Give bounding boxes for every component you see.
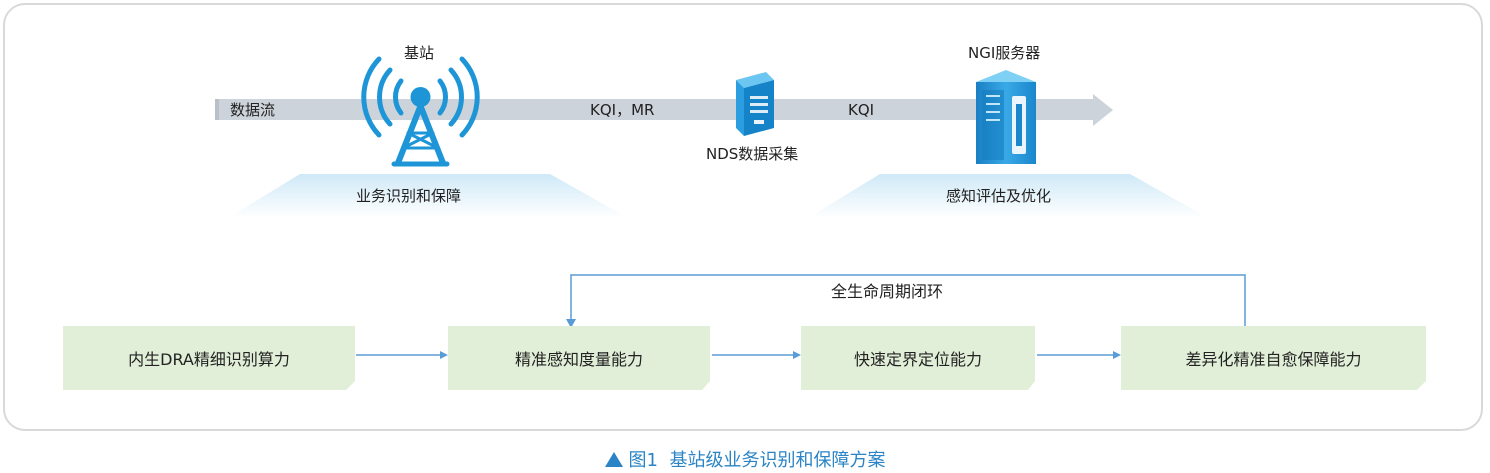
ngi-server-label: NGI服务器 xyxy=(968,44,1041,62)
data-flow-arrow xyxy=(215,94,1113,126)
kqi-label: KQI xyxy=(848,101,875,119)
lifecycle-loop-label: 全生命周期闭环 xyxy=(831,282,944,301)
ngi-server-icon xyxy=(976,70,1036,164)
platform-left-label: 业务识别和保障 xyxy=(356,187,462,205)
figure-title: 基站级业务识别和保障方案 xyxy=(669,450,886,471)
platform-left xyxy=(228,174,628,218)
nds-server-icon xyxy=(736,72,774,136)
nds-collection-label: NDS数据采集 xyxy=(706,145,799,163)
triangle-icon xyxy=(604,452,623,467)
kqi-mr-label: KQI，MR xyxy=(590,101,655,119)
flow-box-fault-location: 快速定界定位能力 xyxy=(801,326,1035,390)
lifecycle-loop-connector xyxy=(566,274,1246,328)
base-station-tower-icon xyxy=(361,56,480,167)
flow-arrows xyxy=(356,351,1121,359)
figure-number: 图1 xyxy=(628,450,658,471)
flow-box-perception-measurement: 精准感知度量能力 xyxy=(448,326,710,390)
flow-box-self-healing: 差异化精准自愈保障能力 xyxy=(1121,326,1426,390)
data-flow-label: 数据流 xyxy=(230,101,276,119)
platform-right-label: 感知评估及优化 xyxy=(946,187,1052,205)
base-station-label: 基站 xyxy=(404,44,435,62)
figure-caption: 图1 基站级业务识别和保障方案 xyxy=(0,446,1490,472)
flow-box-dra-compute: 内生DRA精细识别算力 xyxy=(63,326,355,390)
platform-right xyxy=(808,174,1208,218)
